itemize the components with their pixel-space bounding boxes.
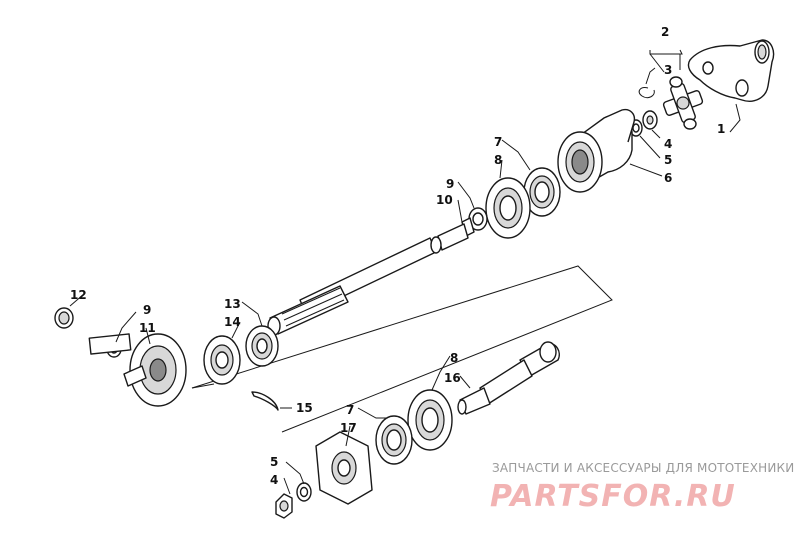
washer-mid (468, 207, 488, 231)
seal-lower (407, 389, 453, 451)
leader-lines (69, 49, 741, 495)
bushing-12 (54, 307, 74, 329)
nut-lower (275, 493, 293, 519)
callout-10: 10 (436, 193, 453, 207)
callout-14: 14 (224, 315, 241, 329)
callout-9-upper: 9 (446, 177, 454, 191)
bearing-13 (245, 325, 279, 367)
seal-upper (485, 177, 531, 239)
bearing-upper (523, 167, 561, 217)
snap-ring-part (638, 87, 655, 99)
watermark-brand: PARTSFOR.RU (490, 479, 736, 514)
callout-15: 15 (296, 401, 313, 415)
callout-9-left: 9 (143, 303, 151, 317)
yoke-part (687, 39, 775, 102)
flange-17 (315, 431, 373, 505)
watermark-tagline: ЗАПЧАСТИ И АКСЕССУАРЫ ДЛЯ МОТОТЕХНИКИ (492, 461, 794, 475)
callout-13: 13 (224, 297, 241, 311)
callout-16: 16 (444, 371, 461, 385)
callout-12: 12 (70, 288, 87, 302)
washer-lower (296, 482, 312, 502)
callout-4-upper: 4 (664, 137, 672, 151)
callout-3: 3 (664, 63, 672, 77)
shaft-16 (457, 341, 560, 415)
watermark: ЗАПЧАСТИ И АКСЕССУАРЫ ДЛЯ МОТОТЕХНИКИ PA… (490, 461, 794, 514)
callout-7-upper: 7 (494, 135, 502, 149)
bearing-cap-upper (642, 110, 658, 130)
bevel-gear-14 (203, 335, 241, 385)
callout-11: 11 (139, 321, 156, 335)
long-shaft-part (267, 217, 475, 336)
callout-5-upper: 5 (664, 153, 672, 167)
callout-6: 6 (664, 171, 672, 185)
subassembly-leader (191, 383, 215, 389)
coupler-yoke-part (557, 108, 636, 193)
callout-4-lower: 4 (270, 473, 278, 487)
callout-2: 2 (661, 25, 669, 39)
callout-8-upper: 8 (494, 153, 502, 167)
callout-17: 17 (340, 421, 357, 435)
callout-8-lower: 8 (450, 351, 458, 365)
cross-spider-part (662, 76, 704, 130)
callout-5-lower: 5 (270, 455, 278, 469)
callout-1: 1 (717, 122, 725, 136)
callout-labels: 1 2 3 4 5 6 7 8 9 10 12 9 11 13 14 15 8 … (70, 25, 725, 487)
spur-gear-11 (88, 333, 187, 407)
snap-ring-15 (251, 391, 279, 411)
subassembly-outline (191, 265, 613, 433)
bearing-lower (375, 415, 413, 465)
callout-7-lower: 7 (346, 403, 354, 417)
